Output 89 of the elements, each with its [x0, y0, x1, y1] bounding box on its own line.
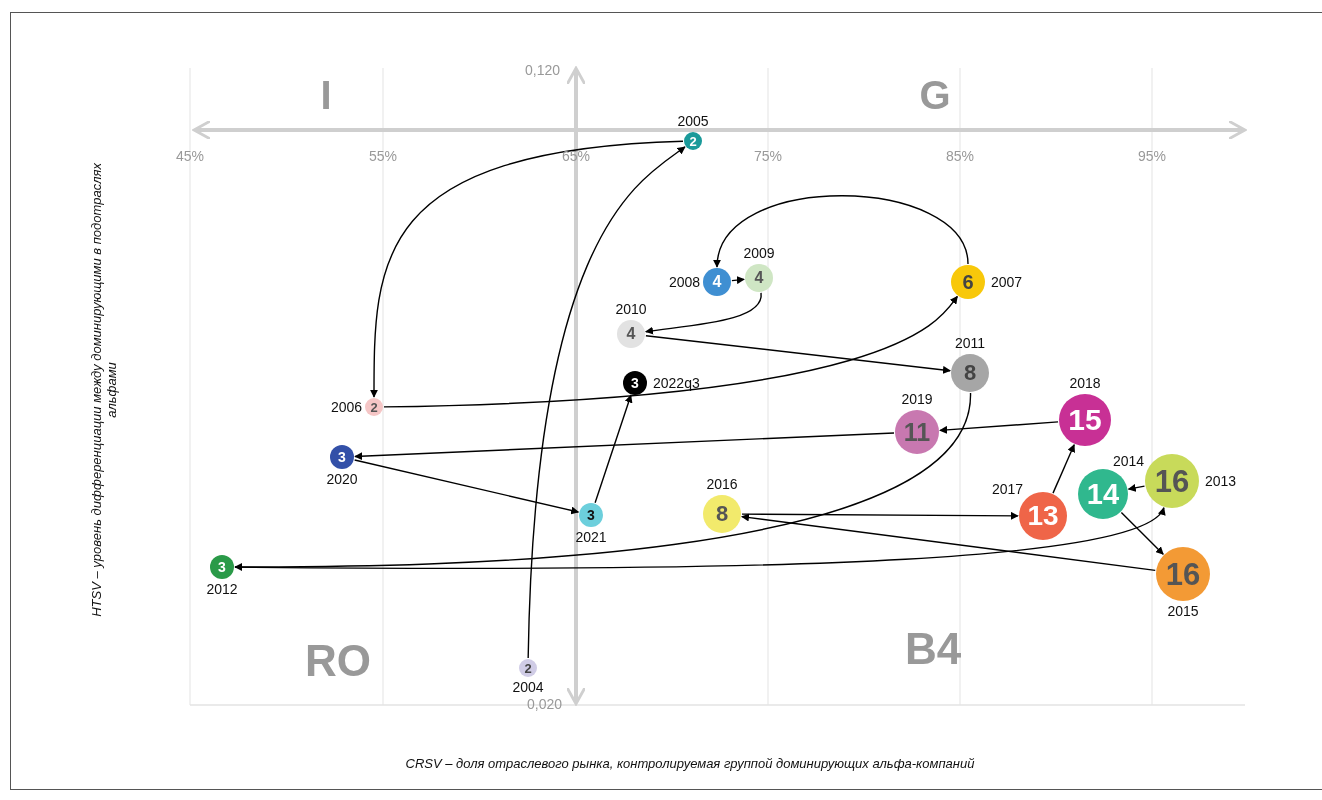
quadrant-label: RO	[305, 636, 371, 687]
bubble	[1145, 454, 1199, 508]
arrow	[594, 394, 633, 504]
axis-title: CRSV – доля отраслевого рынка, контролируемая группой доминирующих альфа-компаний	[405, 757, 975, 772]
year-label: 2004	[512, 680, 544, 694]
arrow	[939, 421, 1059, 434]
year-label: 2015	[1167, 604, 1199, 618]
tick-label: 45%	[176, 148, 205, 165]
bubble-value: 3	[587, 508, 595, 522]
year-label: 2011	[955, 336, 986, 350]
quadrant-label: I	[320, 72, 332, 118]
year-label: 2016	[706, 477, 738, 491]
arrow	[234, 507, 1165, 570]
arrow	[714, 195, 969, 268]
axis-value: 0,020	[527, 696, 563, 713]
year-label: 2017	[992, 482, 1024, 496]
bubble	[1059, 394, 1111, 446]
bubble	[579, 503, 603, 527]
year-label: 2012	[206, 582, 238, 596]
bubble	[519, 659, 537, 677]
bubble-value: 3	[631, 376, 639, 390]
bubble	[330, 445, 354, 469]
bubble-value: 2	[524, 661, 532, 675]
arrow	[741, 513, 1156, 572]
year-label: 2020	[326, 472, 358, 486]
tick-label: 65%	[562, 148, 591, 165]
axis-title: HTSV – уровень дифференциации между доминирующими в подотраслях альфами	[90, 162, 120, 619]
year-label: 2006	[331, 400, 363, 414]
bubble	[617, 320, 645, 348]
arrow	[1052, 444, 1075, 494]
quadrant-label: G	[919, 72, 951, 118]
bubble-value: 13	[1027, 502, 1059, 530]
tick-label: 85%	[946, 148, 975, 165]
bubble-value: 16	[1154, 465, 1190, 497]
bubble-value: 8	[715, 503, 729, 525]
bubble	[745, 264, 773, 292]
year-label: 2013	[1205, 474, 1237, 488]
bubble	[365, 398, 383, 416]
arrow	[741, 511, 1019, 520]
bubble-value: 4	[754, 270, 764, 286]
tick-label: 95%	[1138, 148, 1167, 165]
bubble	[703, 268, 731, 296]
arrow	[1127, 483, 1146, 492]
bubble	[1078, 469, 1128, 519]
bubble	[1156, 547, 1210, 601]
bubble-value: 11	[903, 419, 931, 445]
axis-value: 0,120	[525, 62, 561, 79]
arrow	[645, 292, 762, 335]
year-label: 2008	[669, 275, 701, 289]
bubble	[895, 410, 939, 454]
year-label: 2007	[991, 275, 1023, 289]
tick-label: 75%	[754, 148, 783, 165]
year-label: 2010	[615, 302, 647, 316]
bubble-value: 4	[626, 326, 636, 342]
bubble	[684, 132, 702, 150]
year-label: 2022q3	[653, 376, 700, 390]
bubble-value: 2	[370, 400, 378, 414]
arrow	[383, 295, 959, 408]
year-label: 2021	[575, 530, 607, 544]
arrow	[645, 335, 951, 374]
tick-label: 55%	[369, 148, 398, 165]
bubble-value: 8	[963, 362, 977, 384]
quadrant-label: B4	[905, 624, 962, 675]
arrow	[354, 432, 895, 461]
bubble	[951, 265, 985, 299]
bubble-value: 3	[218, 560, 226, 574]
year-label: 2014	[1113, 454, 1145, 468]
arrow	[370, 140, 684, 398]
arrow	[527, 146, 686, 659]
bubble	[1019, 492, 1067, 540]
bubble-value: 16	[1165, 558, 1201, 590]
bubble	[951, 354, 989, 392]
arrow	[1120, 511, 1164, 555]
bubble-value: 14	[1086, 479, 1120, 509]
bubble	[623, 371, 647, 395]
bubble	[703, 495, 741, 533]
arrow	[731, 276, 745, 285]
arrow	[234, 392, 972, 571]
bubble-value: 2	[689, 134, 697, 148]
year-label: 2018	[1069, 376, 1101, 390]
arrow	[353, 459, 580, 515]
bubble-value: 15	[1068, 405, 1102, 435]
year-label: 2009	[743, 246, 775, 260]
year-label: 2005	[677, 114, 709, 128]
bubble	[210, 555, 234, 579]
bubble-value: 6	[962, 272, 974, 292]
bubble-value: 4	[712, 274, 722, 290]
bubble-value: 3	[338, 450, 346, 464]
year-label: 2019	[901, 392, 933, 406]
